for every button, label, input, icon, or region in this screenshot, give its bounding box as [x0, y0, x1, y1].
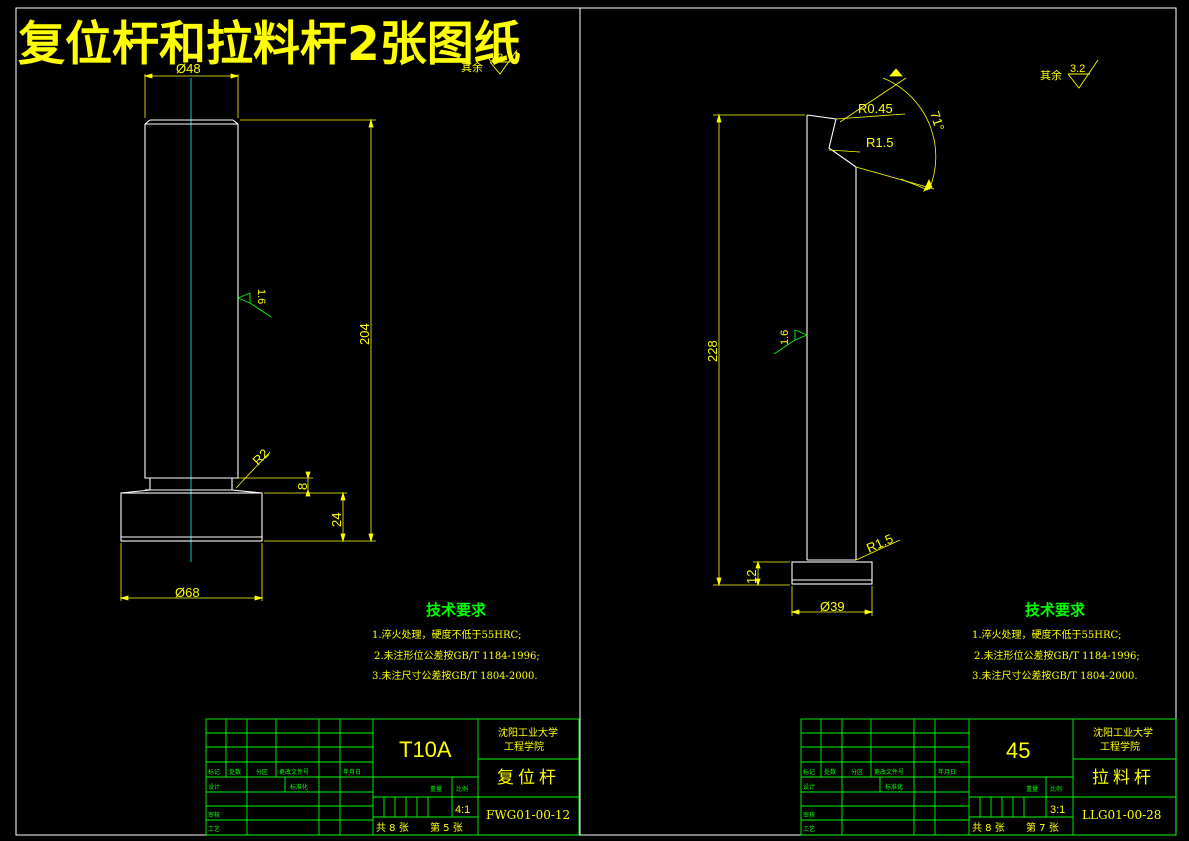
label-check: 审核 [208, 811, 220, 819]
right-dimension-lines [713, 68, 937, 616]
tech-req-item: 2.未注形位公差按GB/T 1184-1996; [374, 649, 540, 662]
label-change-doc: 更改文件号 [279, 768, 309, 776]
label-zone: 分区 [851, 768, 863, 776]
roughness-symbol-side [237, 292, 272, 318]
part-name: 拉料杆 [1092, 768, 1155, 788]
sheet-number: 第 7 张 [1026, 821, 1059, 834]
label-weight: 重量 [1026, 785, 1038, 793]
label-weight: 重量 [430, 785, 442, 793]
dim-notch-radius: R1.5 [866, 135, 893, 150]
label-date: 年月日 [938, 768, 956, 776]
left-part-outline [120, 119, 263, 542]
right-part-outline [791, 114, 873, 585]
roughness-value-side: 1.6 [255, 289, 267, 304]
label-mark: 标记 [803, 768, 815, 776]
label-process: 工艺 [803, 825, 815, 833]
other-roughness-value: 3.2 [1070, 63, 1085, 75]
label-design: 设计 [803, 783, 815, 791]
material-45: 45 [1006, 738, 1030, 763]
tech-req-item: 3.未注尺寸公差按GB/T 1804-2000. [972, 669, 1138, 682]
left-technical-requirements: 技术要求 1.淬火处理，硬度不低于55HRC; 2.未注形位公差按GB/T 11… [372, 601, 540, 682]
tech-req-item: 1.淬火处理，硬度不低于55HRC; [372, 628, 522, 641]
tech-req-item: 1.淬火处理，硬度不低于55HRC; [972, 628, 1122, 641]
roughness-value-side: 1.6 [779, 330, 791, 345]
label-standardization: 标准化 [885, 783, 903, 791]
dim-base-diameter: Ø68 [175, 585, 200, 600]
dim-angle-71: 71° [927, 109, 947, 132]
label-scale: 比例 [1050, 785, 1062, 793]
label-design: 设计 [208, 783, 220, 791]
dim-head-diameter: Ø39 [820, 599, 845, 614]
other-roughness-label: 其余 [1040, 68, 1062, 82]
other-roughness-symbol [1067, 59, 1099, 89]
school-name: 沈阳工业大学 [498, 726, 558, 739]
drawing-code: FWG01-00-12 [486, 808, 570, 822]
right-title-block: 45 沈阳工业大学 工程学院 拉料杆 3:1 LLG01-00-28 共 8 张… [800, 718, 1177, 836]
dim-head-12: 12 [744, 570, 759, 584]
dim-collar-24: 24 [329, 513, 344, 527]
tech-req-item: 2.未注形位公差按GB/T 1184-1996; [974, 649, 1140, 662]
total-sheets: 共 8 张 [376, 822, 409, 834]
label-change-doc: 更改文件号 [874, 768, 904, 776]
label-scale: 比例 [456, 785, 468, 793]
label-zone: 分区 [256, 768, 268, 776]
label-process: 工艺 [208, 825, 220, 833]
drawing-code: LLG01-00-28 [1082, 808, 1161, 822]
school-dept: 工程学院 [504, 740, 544, 753]
other-roughness-label: 其余 [461, 60, 483, 74]
right-technical-requirements: 技术要求 1.淬火处理，硬度不低于55HRC; 2.未注形位公差按GB/T 11… [972, 601, 1140, 682]
page-title: 复位杆和拉料杆2张图纸 [18, 17, 521, 72]
sheet-number: 第 5 张 [430, 821, 463, 834]
other-roughness-value: 6.3 [488, 52, 503, 64]
label-count: 处数 [824, 768, 836, 776]
school-dept: 工程学院 [1100, 740, 1140, 753]
left-title-block: T10A 沈阳工业大学 工程学院 复位杆 4:1 FWG01-00-12 共 8… [205, 718, 580, 836]
tech-req-item: 3.未注尺寸公差按GB/T 1804-2000. [372, 669, 538, 682]
scale-value: 4:1 [455, 804, 470, 816]
label-standardization: 标准化 [290, 783, 308, 791]
dim-groove-8: 8 [295, 483, 310, 490]
scale-value: 3:1 [1050, 804, 1065, 816]
total-sheets: 共 8 张 [972, 822, 1005, 834]
other-roughness-symbol [489, 49, 518, 75]
school-name: 沈阳工业大学 [1093, 726, 1153, 739]
label-check: 审核 [803, 811, 815, 819]
dim-tip-radius: R0.45 [858, 101, 893, 116]
label-count: 处数 [229, 768, 241, 776]
dim-length-204: 204 [357, 323, 372, 345]
label-date: 年月日 [343, 768, 361, 776]
roughness-symbol-side [773, 329, 808, 355]
tech-req-heading: 技术要求 [1025, 601, 1086, 619]
label-mark: 标记 [208, 768, 220, 776]
tech-req-heading: 技术要求 [426, 601, 487, 619]
part-name: 复位杆 [497, 768, 560, 788]
left-part-drawing: Ø48 204 24 8 R2 Ø68 1.6 其余 6.3 [119, 49, 518, 601]
dim-length-228: 228 [705, 340, 720, 362]
dim-top-diameter: Ø48 [176, 61, 201, 76]
right-part-drawing: 228 R0.45 R1.5 71° R1.5 12 Ø39 1.6 其余 3.… [705, 59, 1099, 616]
left-dimension-lines [119, 73, 376, 601]
material-t10a: T10A [399, 737, 452, 762]
